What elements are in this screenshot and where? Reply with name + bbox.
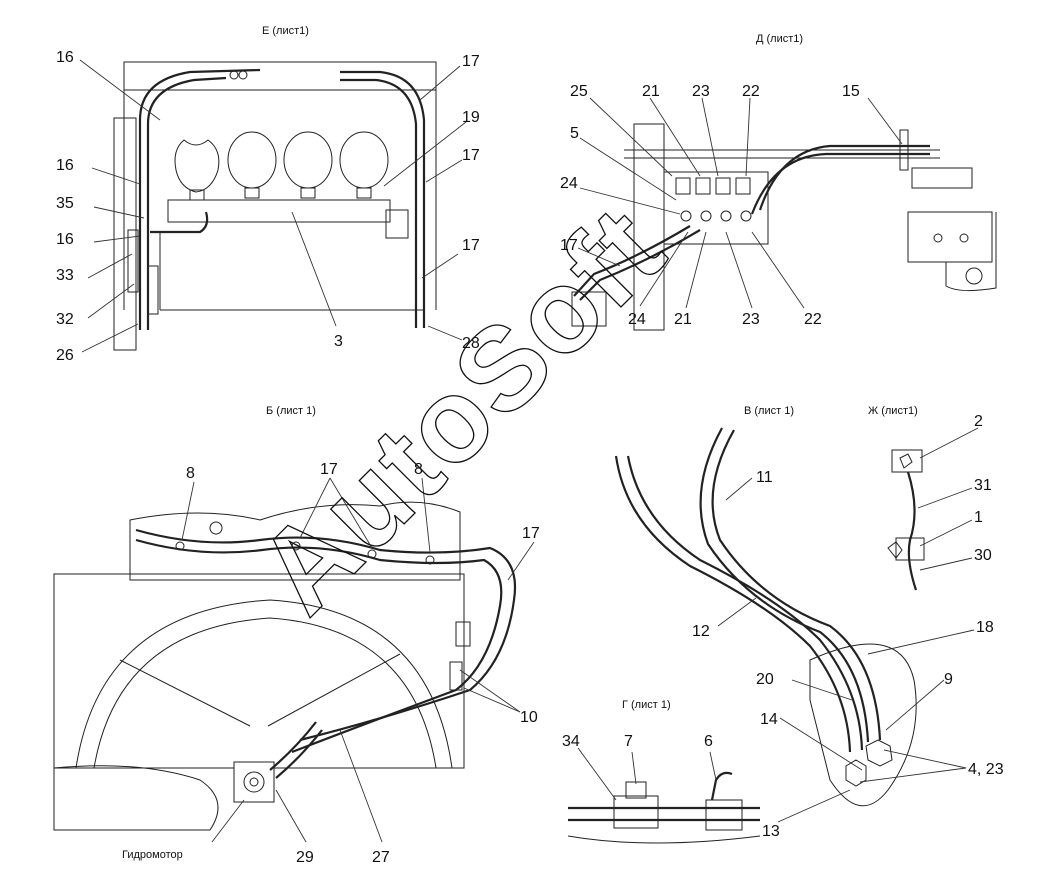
d-label-24-top: 24 [560,175,578,192]
d-label-17: 17 [560,237,578,254]
view-e: Е (лист1) [56,25,480,364]
e-label-16-top: 16 [56,49,74,66]
e-label-35: 35 [56,195,74,212]
d-label-5: 5 [570,125,579,142]
wheel-housing [53,573,465,769]
b-label-17-top: 17 [320,461,338,478]
manifold-block [167,199,391,223]
g-label-6: 6 [704,733,713,750]
d-label-25: 25 [570,83,588,100]
e-label-16-low: 16 [56,231,74,248]
view-zh: Ж (лист1) 2 31 1 30 [868,405,992,591]
left-post [113,117,137,351]
view-b-title: Б (лист 1) [266,405,316,417]
b-label-8-right: 8 [414,461,423,478]
view-e-title: Е (лист1) [262,25,309,37]
view-g: Г (лист 1) 34 7 6 [562,699,761,844]
d-label-23-bottom: 23 [742,311,760,328]
d-label-23-top: 23 [692,83,710,100]
b-label-27: 27 [372,849,390,866]
zh-label-31: 31 [974,477,992,494]
e-label-19: 19 [462,109,480,126]
d-label-21-top: 21 [642,83,660,100]
view-d: Д (лист1) [560,33,997,331]
hose-12 [626,455,864,751]
hydromotor [233,761,275,803]
view-g-title: Г (лист 1) [622,699,671,711]
v-label-18: 18 [976,619,994,636]
hose-11 [711,429,882,741]
zh-label-1: 1 [974,509,983,526]
v-label-20: 20 [756,671,774,688]
view-v: В (лист 1) 11 12 18 20 9 14 4, 23 13 [614,405,1004,840]
d-label-22-bottom: 22 [804,311,822,328]
e-label-26: 26 [56,347,74,364]
hydromotor-label: Гидромотор [122,849,183,861]
v-label-4-23: 4, 23 [968,761,1004,778]
e-label-3: 3 [334,333,343,350]
view-d-title: Д (лист1) [756,33,803,45]
view-b: Б (лист 1) [53,405,540,866]
v-label-11: 11 [756,469,773,486]
v-label-13: 13 [762,823,780,840]
v-label-9: 9 [944,671,953,688]
g-label-7: 7 [624,733,633,750]
accumulators [174,131,389,201]
e-label-16-mid: 16 [56,157,74,174]
d-label-22-top: 22 [742,83,760,100]
g-label-34: 34 [562,733,580,750]
b-label-10: 10 [520,709,538,726]
frame-top-beam [123,61,437,91]
d-label-15: 15 [842,83,860,100]
b-label-29: 29 [296,849,314,866]
e-label-17-top: 17 [462,53,480,70]
e-label-17-low: 17 [462,237,480,254]
distributor-block [663,171,769,245]
view-zh-title: Ж (лист1) [868,405,918,417]
d-label-24-bottom: 24 [628,311,646,328]
v-label-14: 14 [760,711,778,728]
e-label-32: 32 [56,311,74,328]
d-label-21-bottom: 21 [674,311,692,328]
e-label-33: 33 [56,267,74,284]
zh-label-30: 30 [974,547,992,564]
zh-label-2: 2 [974,413,983,430]
e-label-17-mid: 17 [462,147,480,164]
e-label-28: 28 [462,335,480,352]
v-label-12: 12 [692,623,710,640]
view-v-title: В (лист 1) [744,405,794,417]
b-label-8-left: 8 [186,465,195,482]
b-label-17-right: 17 [522,525,540,542]
